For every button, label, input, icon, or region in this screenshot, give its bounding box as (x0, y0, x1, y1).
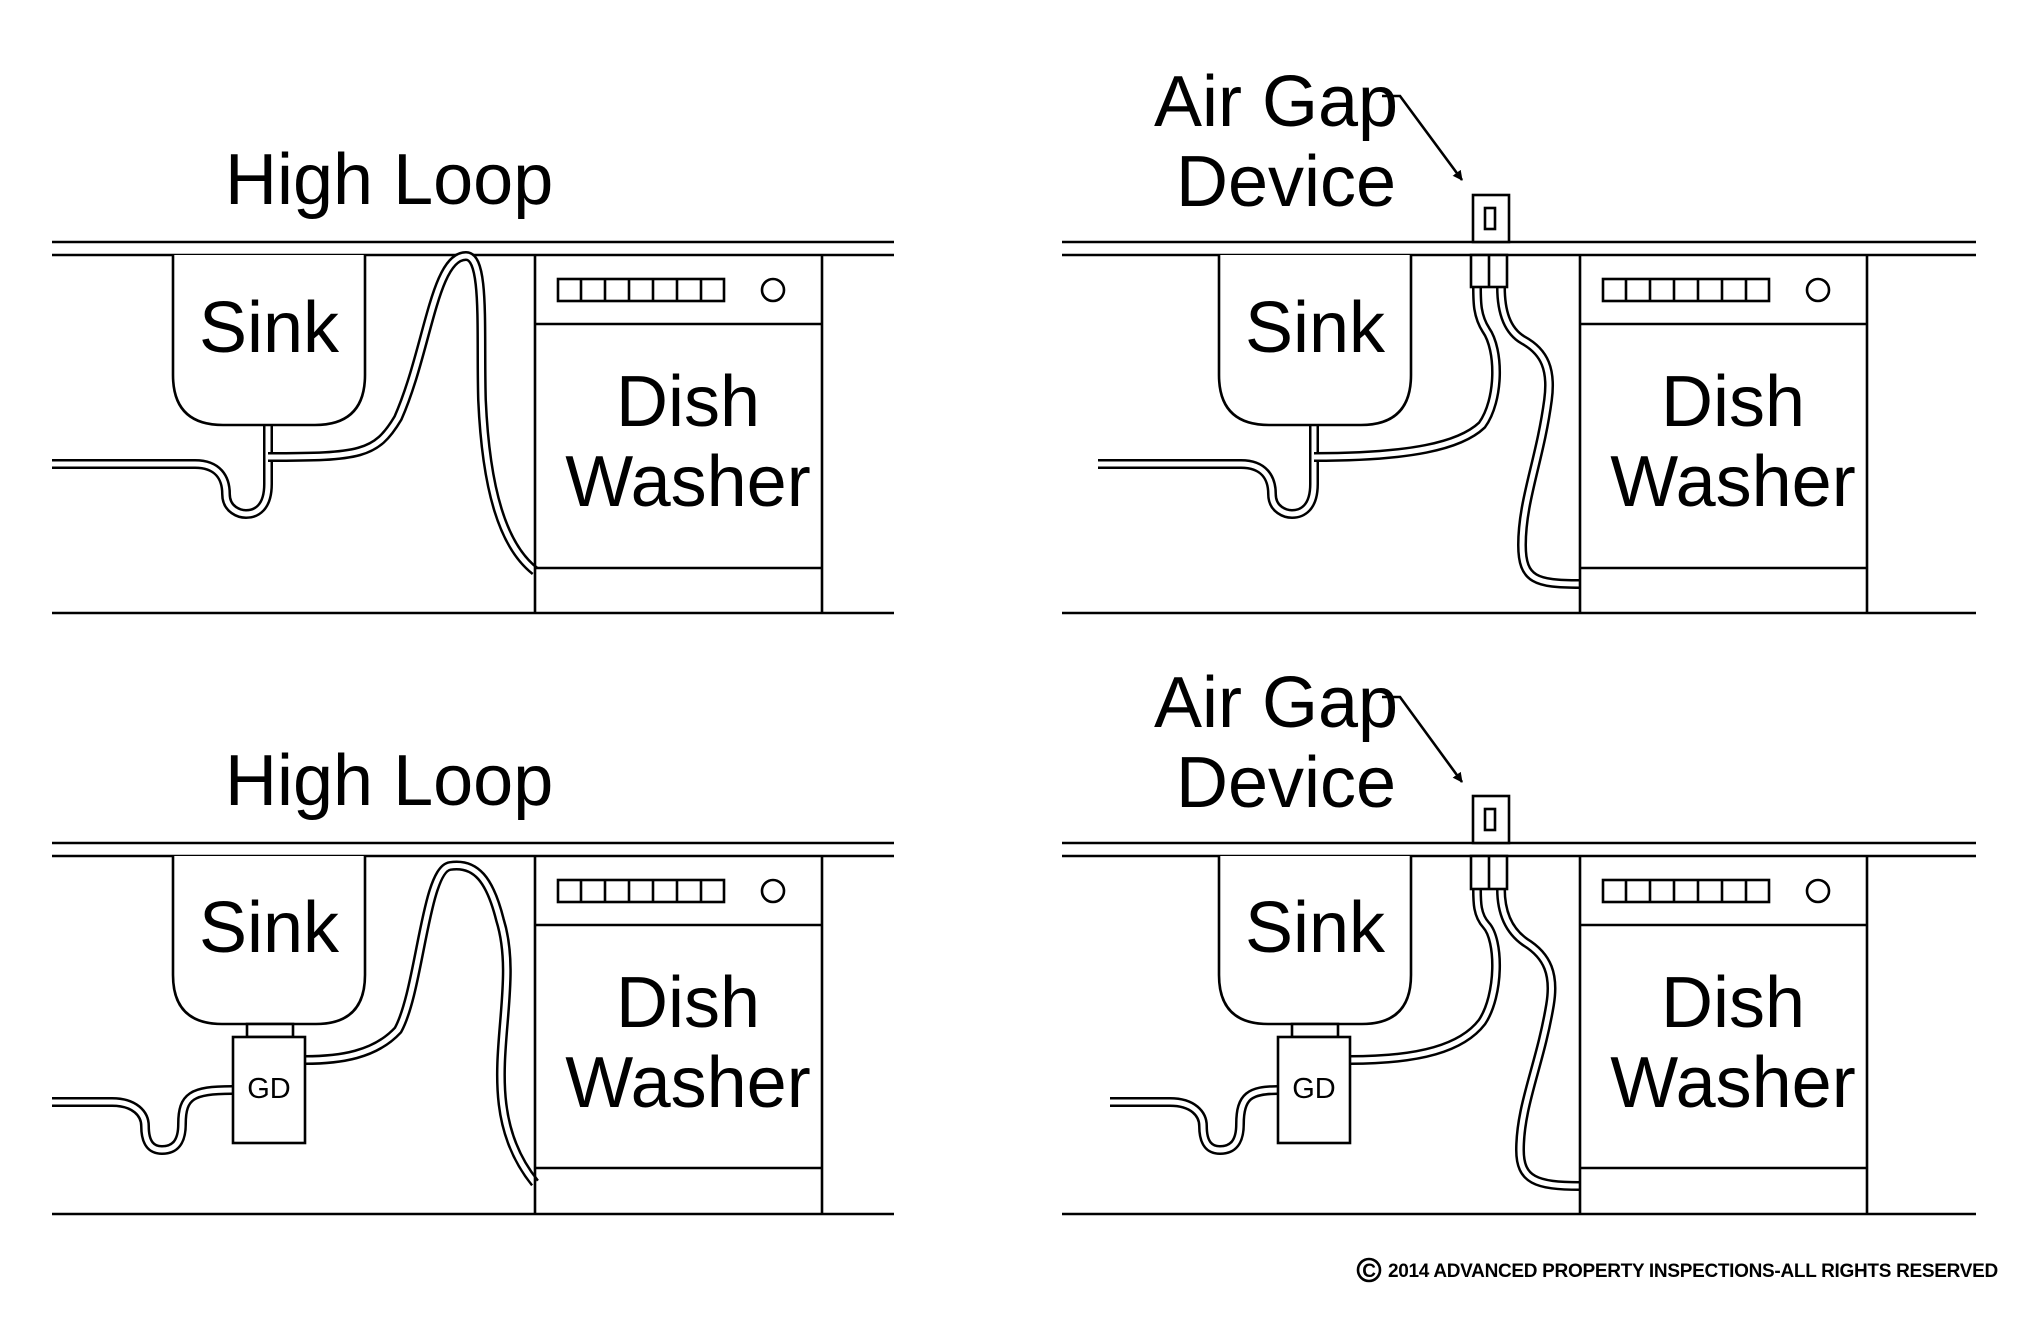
callout-label-line2: Device (1176, 142, 1396, 222)
garbage-disposal: GD (1276, 1022, 1352, 1145)
dishwasher: Dish Washer (533, 856, 824, 1214)
drain-hose-high-loop (304, 860, 539, 1187)
dishwasher-hose-to-air-gap (1496, 888, 1581, 1191)
control-knob (760, 878, 786, 904)
control-panel-buttons (1601, 277, 1771, 303)
garbage-disposal: GD (231, 1022, 307, 1145)
dishwasher-label-line2: Washer (565, 1043, 810, 1123)
dishwasher: Dish Washer (533, 255, 824, 613)
dishwasher-label-line1: Dish (1661, 963, 1805, 1043)
copyright-symbol: C (1362, 1261, 1376, 1282)
sink-basin (171, 255, 367, 427)
drain-hose-to-air-gap (1313, 286, 1502, 462)
drain-hose-to-air-gap (1349, 888, 1502, 1065)
sink-basin (1217, 255, 1413, 427)
sink-label: Sink (1245, 888, 1386, 968)
disposal-label: GD (1292, 1073, 1336, 1105)
control-knob (1805, 878, 1831, 904)
panel-air-gap-bottom: Air Gap Device Sink GD (1062, 663, 1976, 1216)
control-panel-buttons (556, 878, 726, 904)
control-knob (1805, 277, 1831, 303)
dishwasher: Dish Washer (1578, 856, 1869, 1214)
dishwasher-label-line2: Washer (565, 442, 810, 522)
panel-title: High Loop (225, 140, 553, 220)
panel-air-gap-top: Air Gap Device Sink (1062, 62, 1976, 615)
sink-label: Sink (199, 888, 340, 968)
sink-label: Sink (1245, 288, 1386, 368)
control-panel-buttons (1601, 878, 1771, 904)
copyright-symbol-ring (1356, 1257, 1382, 1283)
control-panel-buttons (556, 277, 726, 303)
copyright-text: 2014 ADVANCED PROPERTY INSPECTIONS-ALL R… (1388, 1261, 1998, 1282)
disposal-label: GD (247, 1073, 291, 1105)
air-gap-device (1469, 794, 1511, 891)
dishwasher-label-line1: Dish (616, 963, 760, 1043)
drain-hose-high-loop (267, 251, 539, 575)
sink-label: Sink (199, 288, 340, 368)
callout-arrow (1382, 94, 1464, 181)
dishwasher: Dish Washer (1578, 255, 1869, 613)
dishwasher-label-line2: Washer (1610, 1043, 1855, 1123)
callout-label-line1: Air Gap (1154, 62, 1398, 142)
dishwasher-label-line1: Dish (616, 362, 760, 442)
callout-label-line2: Device (1176, 743, 1396, 823)
drain-pipe (1098, 425, 1319, 519)
panel-high-loop-top: High Loop Sink (52, 140, 894, 615)
callout-label-line1: Air Gap (1154, 663, 1398, 743)
drain-pipe (52, 1085, 233, 1155)
callout-arrow (1382, 695, 1464, 783)
panel-title: High Loop (225, 741, 553, 821)
drain-pipe (1110, 1085, 1279, 1155)
dishwasher-label-line2: Washer (1610, 442, 1855, 522)
control-knob (760, 277, 786, 303)
drain-pipe (52, 425, 273, 519)
dishwasher-hose-to-air-gap (1496, 286, 1581, 589)
copyright-notice: C 2014 ADVANCED PROPERTY INSPECTIONS-ALL… (1356, 1257, 1998, 1283)
dishwasher-label-line1: Dish (1661, 362, 1805, 442)
panel-high-loop-bottom: High Loop Sink GD (52, 741, 894, 1216)
air-gap-device (1469, 193, 1511, 289)
